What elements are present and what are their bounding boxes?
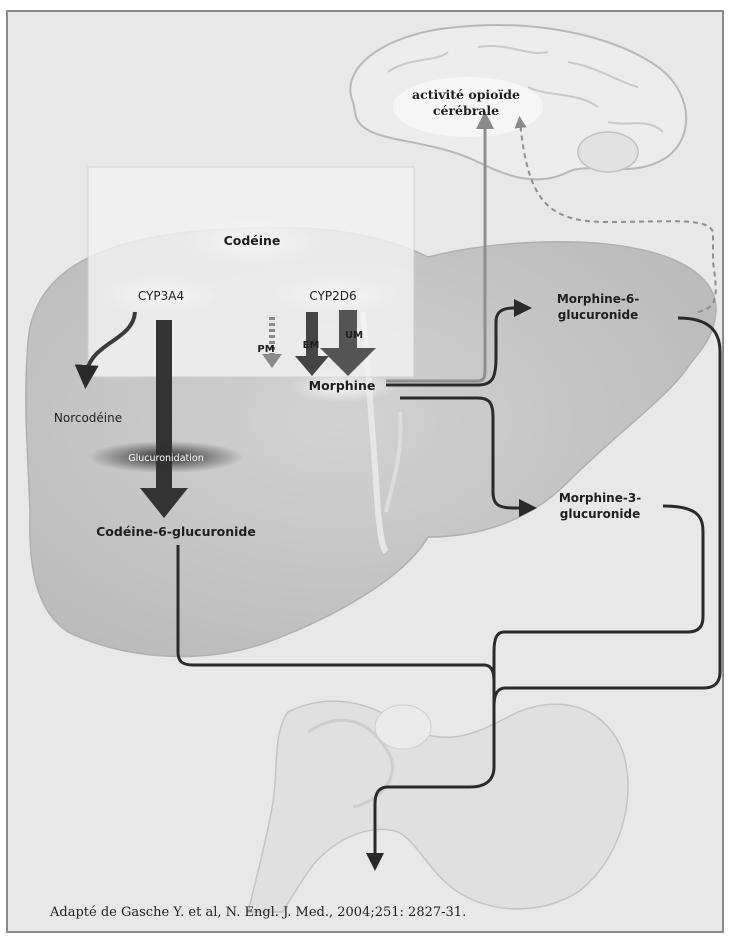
diagram-frame: activité opioïde cérébrale Codéine CYP3A… — [6, 10, 724, 933]
label-m3g-2: glucuronide — [560, 507, 640, 521]
label-brain-activity-1: activité opioïde — [412, 87, 520, 102]
source-caption: Adapté de Gasche Y. et al, N. Engl. J. M… — [50, 905, 690, 920]
label-brain-activity-2: cérébrale — [433, 103, 499, 118]
label-um: UM — [345, 330, 363, 341]
label-m6g-2: glucuronide — [558, 308, 638, 322]
brain-illustration — [350, 25, 686, 179]
kidney-illustration — [248, 701, 628, 912]
codeine-box — [88, 167, 414, 377]
line-m3g-to-kidney — [494, 506, 703, 712]
label-norcodeine: Norcodéine — [54, 411, 122, 425]
label-em: EM — [303, 340, 320, 351]
label-cyp3a4: CYP3A4 — [138, 289, 184, 303]
label-codeine-6-glucuronide: Codéine-6-glucuronide — [96, 524, 256, 539]
label-m3g-1: Morphine-3- — [559, 491, 641, 505]
label-pm: PM — [257, 344, 274, 355]
label-codeine: Codéine — [224, 233, 281, 248]
label-glucuronidation: Glucuronidation — [128, 453, 204, 464]
label-cyp2d6: CYP2D6 — [309, 289, 356, 303]
label-morphine: Morphine — [309, 378, 376, 393]
metabolism-diagram: activité opioïde cérébrale Codéine CYP3A… — [8, 12, 724, 933]
label-m6g-1: Morphine-6- — [557, 292, 639, 306]
